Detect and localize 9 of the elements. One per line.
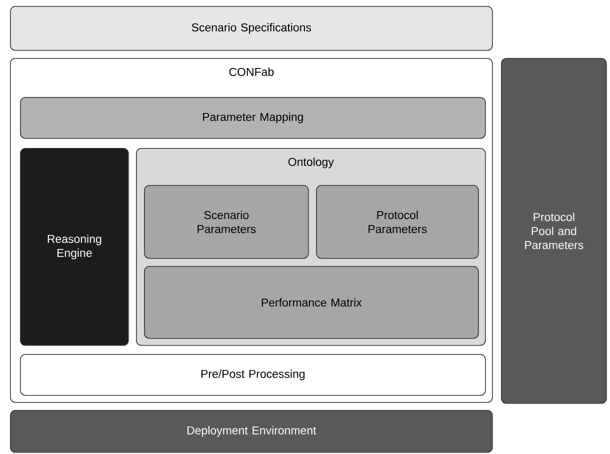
- process-box: Scenario Specifications: [10, 6, 493, 51]
- process-box: Pre/Post Processing: [20, 354, 486, 396]
- process-box: Protocol Pool and Parameters: [501, 58, 607, 404]
- process-box: Parameter Mapping: [20, 97, 486, 139]
- process-box: Performance Matrix: [144, 266, 479, 339]
- process-box: Deployment Environment: [10, 410, 493, 453]
- process-box: Reasoning Engine: [20, 148, 129, 346]
- process-box: Scenario Parameters: [144, 185, 309, 259]
- process-box: Protocol Parameters: [316, 185, 479, 259]
